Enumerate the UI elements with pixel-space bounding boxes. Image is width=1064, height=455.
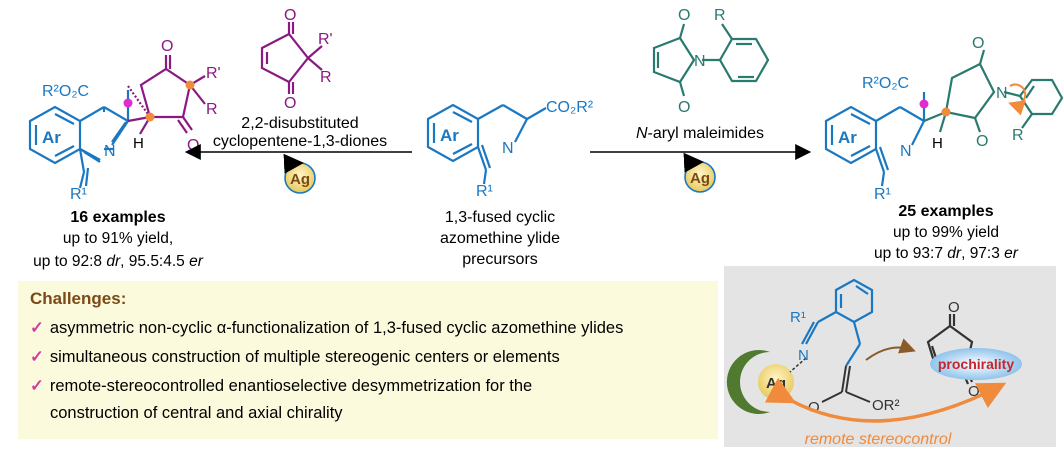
- inset-chiral-ligand-crescent: [726, 350, 770, 414]
- left-product-stereocenter-orange: [145, 112, 155, 122]
- right-ag-label: Ag: [690, 170, 710, 187]
- left-product-r: R: [206, 101, 218, 118]
- left-product-o-top: O: [161, 38, 173, 55]
- left-reagent-name-2: cyclopentene-1,3-diones: [213, 133, 387, 150]
- right-reagent: O O N R N-aryl maleimides: [636, 7, 770, 142]
- left-reagent-name-1: 2,2-disubstituted: [241, 115, 358, 132]
- left-ag-cycle-arrow: [283, 153, 304, 174]
- right-product-o-bottom: O: [976, 133, 988, 150]
- inset-or2: OR²: [872, 397, 900, 414]
- right-reagent-name: N-aryl maleimides: [636, 125, 764, 142]
- right-product-selectivity: up to 93:7 dr, 97:3 er: [874, 245, 1019, 262]
- right-product-h: H: [932, 135, 943, 152]
- challenges-title: Challenges:: [30, 289, 127, 308]
- center-precursor-name-2: azomethine ylide: [440, 230, 560, 247]
- left-product-stereocenter-magenta: [123, 98, 133, 108]
- left-reagent-ring: [260, 22, 323, 94]
- center-precursor-rings: [426, 103, 547, 185]
- challenge-item-continuation: construction of central and axial chiral…: [50, 404, 343, 423]
- inset-n: N: [798, 347, 809, 364]
- left-reagent-r-prime: R': [318, 31, 333, 48]
- right-product-stereocenter-magenta: [919, 99, 929, 109]
- left-product-r1-label: R¹: [70, 186, 87, 203]
- left-product-selectivity: up to 92:8 dr, 95.5:4.5 er: [33, 253, 204, 270]
- left-reagent: O O R' R 2,2-disubstituted cyclopentene-…: [213, 7, 387, 150]
- challenge-item: ✓ remote-stereocontrolled enantioselectiv…: [30, 376, 532, 396]
- left-ag-label: Ag: [290, 171, 310, 188]
- right-product-r: R: [1012, 127, 1024, 144]
- left-product-yield: up to 91% yield,: [63, 230, 173, 247]
- left-product-n-label: N: [104, 143, 116, 160]
- inset-remote-arrow: [764, 377, 1007, 423]
- challenge-item-text: simultaneous construction of multiple st…: [49, 348, 560, 366]
- challenge-item: ✓ asymmetric non-cyclic α-functionalizati…: [30, 318, 623, 338]
- inset-remote-label: remote stereocontrol: [805, 431, 952, 448]
- challenge-item-text: remote-stereocontrolled enantioselective…: [49, 377, 533, 395]
- left-product-dione-ring: [127, 55, 206, 135]
- right-reagent-structure: [652, 23, 770, 97]
- inset-prochirality-ellipse: [930, 348, 1022, 380]
- left-reagent-r: R: [320, 69, 332, 86]
- right-product-rings: [824, 92, 926, 187]
- right-ag-catalyst: Ag: [683, 152, 716, 193]
- left-product-ring-bonds: [78, 120, 129, 173]
- inset-coordination-bond: [789, 357, 807, 373]
- center-precursor: Ar N R¹ CO₂R² 1,3-fused cyclic azomethin…: [426, 99, 594, 268]
- center-precursor-r1: R¹: [476, 183, 493, 200]
- left-product-ester-label: R²O₂C: [42, 83, 89, 100]
- right-product-n: N: [900, 143, 912, 160]
- right-product-yield: up to 99% yield: [893, 224, 999, 241]
- challenges-panel: [18, 281, 718, 439]
- center-precursor-ester: CO₂R²: [546, 99, 594, 116]
- left-product-stereocenter-orange-2: [185, 80, 195, 90]
- inset-ylide-rings: [801, 278, 874, 367]
- inset-enolate-double: [845, 365, 851, 393]
- center-precursor-ar: Ar: [440, 126, 459, 145]
- right-ag-cycle-arrow: [683, 152, 704, 173]
- right-product-succinimide: [923, 49, 1064, 133]
- left-reagent-o-bottom: O: [284, 95, 296, 112]
- inset-enolate-bond: [841, 365, 847, 393]
- right-product-examples: 25 examples: [898, 203, 993, 220]
- inset-o-bond: [821, 391, 843, 403]
- inset-r1: R¹: [790, 309, 806, 326]
- left-product-examples: 16 examples: [70, 209, 165, 226]
- left-ag-catalyst: Ag: [283, 153, 316, 194]
- challenge-item-text: asymmetric non-cyclic α-functionalizatio…: [49, 319, 624, 337]
- challenge-item-text: construction of central and axial chiral…: [50, 404, 343, 422]
- right-reagent-n: N: [694, 53, 706, 70]
- left-product: Ar N R¹ R²O₂C O O R' R H 16 examples up …: [28, 38, 221, 270]
- right-product-o-top: O: [972, 35, 984, 52]
- check-icon: ✓: [30, 377, 44, 395]
- right-product: Ar N R¹ R²O₂C O O N R H 25 examples up t…: [824, 35, 1064, 262]
- right-reagent-o-top: O: [678, 7, 690, 24]
- right-product-n-imide: N: [996, 85, 1008, 102]
- inset-attack-arrow: [865, 338, 916, 361]
- left-product-benzene: [28, 90, 130, 189]
- right-product-r1: R¹: [874, 186, 891, 203]
- left-reagent-o-top: O: [284, 7, 296, 24]
- right-product-axial-rotation-arrow: [1008, 83, 1027, 116]
- left-product-ar-label: Ar: [42, 128, 61, 147]
- challenge-item: ✓ simultaneous construction of multiple s…: [30, 347, 560, 367]
- left-product-r-prime: R': [206, 65, 221, 82]
- right-reagent-o-bottom: O: [678, 99, 690, 116]
- right-product-ar: Ar: [838, 128, 857, 147]
- right-reagent-r: R: [714, 7, 726, 24]
- inset-prochirality-label: prochirality: [938, 356, 1014, 372]
- center-precursor-name-1: 1,3-fused cyclic: [445, 209, 555, 226]
- left-product-h: H: [133, 135, 144, 152]
- check-icon: ✓: [30, 348, 44, 366]
- right-product-ester: R²O₂C: [862, 75, 909, 92]
- inset-ag-label: Ag: [766, 375, 786, 392]
- check-icon: ✓: [30, 319, 44, 337]
- inset-mechanism: Ag R¹ N O OR² O O prochi: [726, 278, 1022, 448]
- inset-o-top: O: [948, 299, 960, 316]
- center-precursor-n: N: [502, 140, 514, 157]
- center-precursor-name-3: precursors: [462, 251, 538, 268]
- inset-or2-bond: [845, 391, 871, 403]
- right-product-stereocenter-orange: [941, 107, 951, 117]
